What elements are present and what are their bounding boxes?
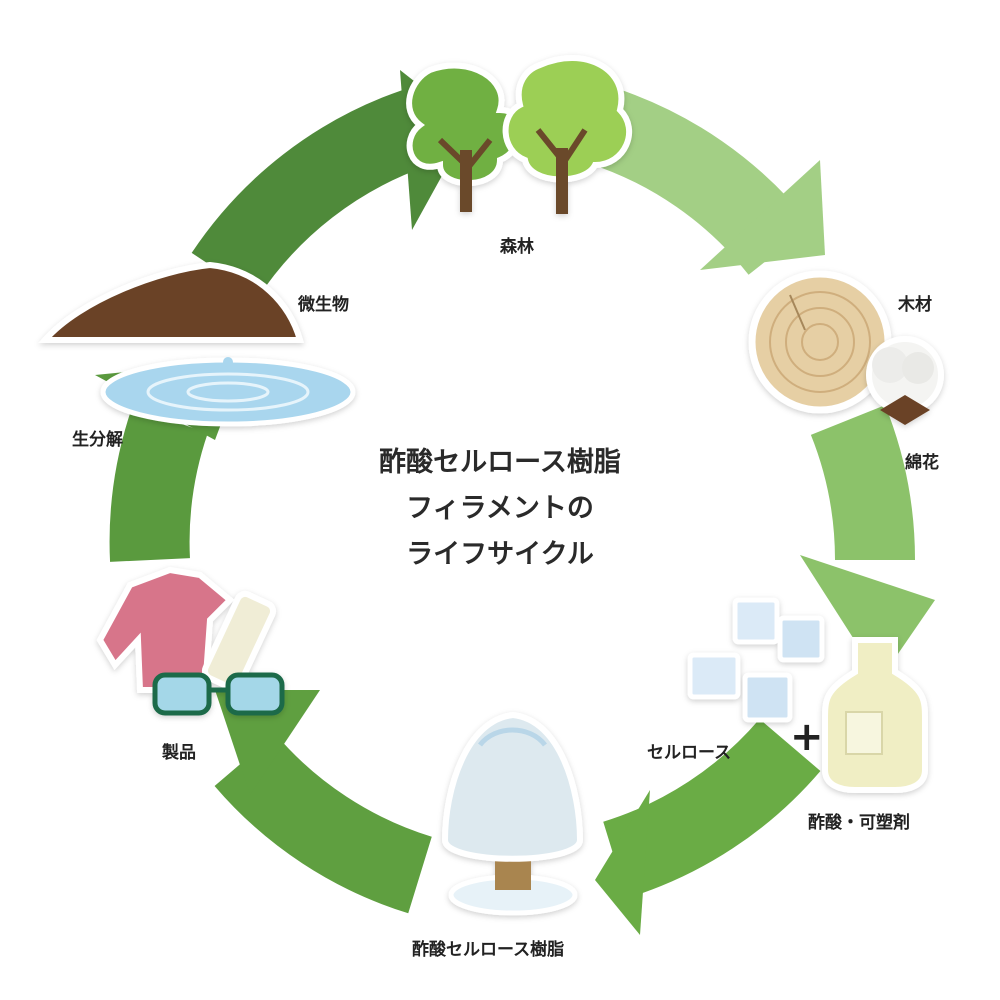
title-line-2: フィラメントの bbox=[406, 493, 594, 524]
arrowhead-to-resin bbox=[595, 790, 650, 935]
cotton-label: 綿花 bbox=[905, 453, 939, 473]
acetic-acid-plasticizer-label: 酢酸・可塑剤 bbox=[808, 813, 910, 833]
water-ripple-illustration bbox=[100, 357, 356, 427]
acetic-acid-bottle-illustration bbox=[822, 637, 928, 793]
wood-label: 木材 bbox=[898, 295, 932, 315]
arrow-segment-microbes-to-forest bbox=[191, 90, 429, 298]
resin-label: 酢酸セルロース樹脂 bbox=[412, 940, 565, 960]
microorganisms-label: 微生物 bbox=[298, 295, 349, 315]
cellulose-illustration bbox=[687, 597, 825, 723]
arrowhead-to-products bbox=[215, 690, 320, 795]
arrow-segment-products-to-biodegradation bbox=[109, 406, 209, 562]
wood-illustration bbox=[748, 270, 892, 414]
soil-illustration bbox=[38, 261, 304, 343]
products-illustration bbox=[96, 566, 285, 716]
arrow-segment-resin-to-products bbox=[214, 733, 433, 914]
arrowhead-to-cellulose bbox=[800, 555, 935, 680]
arrow-segment-wood-to-cellulose bbox=[810, 405, 916, 561]
arrowhead-to-wood bbox=[700, 160, 825, 270]
biodegradation-label: 生分解 bbox=[72, 430, 123, 450]
plus-sign: + bbox=[790, 714, 824, 760]
title-line-1: 酢酸セルロース樹脂 bbox=[379, 447, 621, 478]
diagram-title: 酢酸セルロース樹脂 フィラメントの ライフサイクル bbox=[300, 440, 700, 578]
forest-label: 森林 bbox=[500, 237, 534, 257]
cotton-illustration bbox=[866, 336, 944, 425]
forest-illustration bbox=[406, 54, 633, 214]
resin-pellets-illustration bbox=[441, 711, 584, 916]
title-line-3: ライフサイクル bbox=[406, 539, 594, 570]
cellulose-label: セルロース bbox=[647, 743, 732, 763]
products-label: 製品 bbox=[162, 743, 196, 763]
